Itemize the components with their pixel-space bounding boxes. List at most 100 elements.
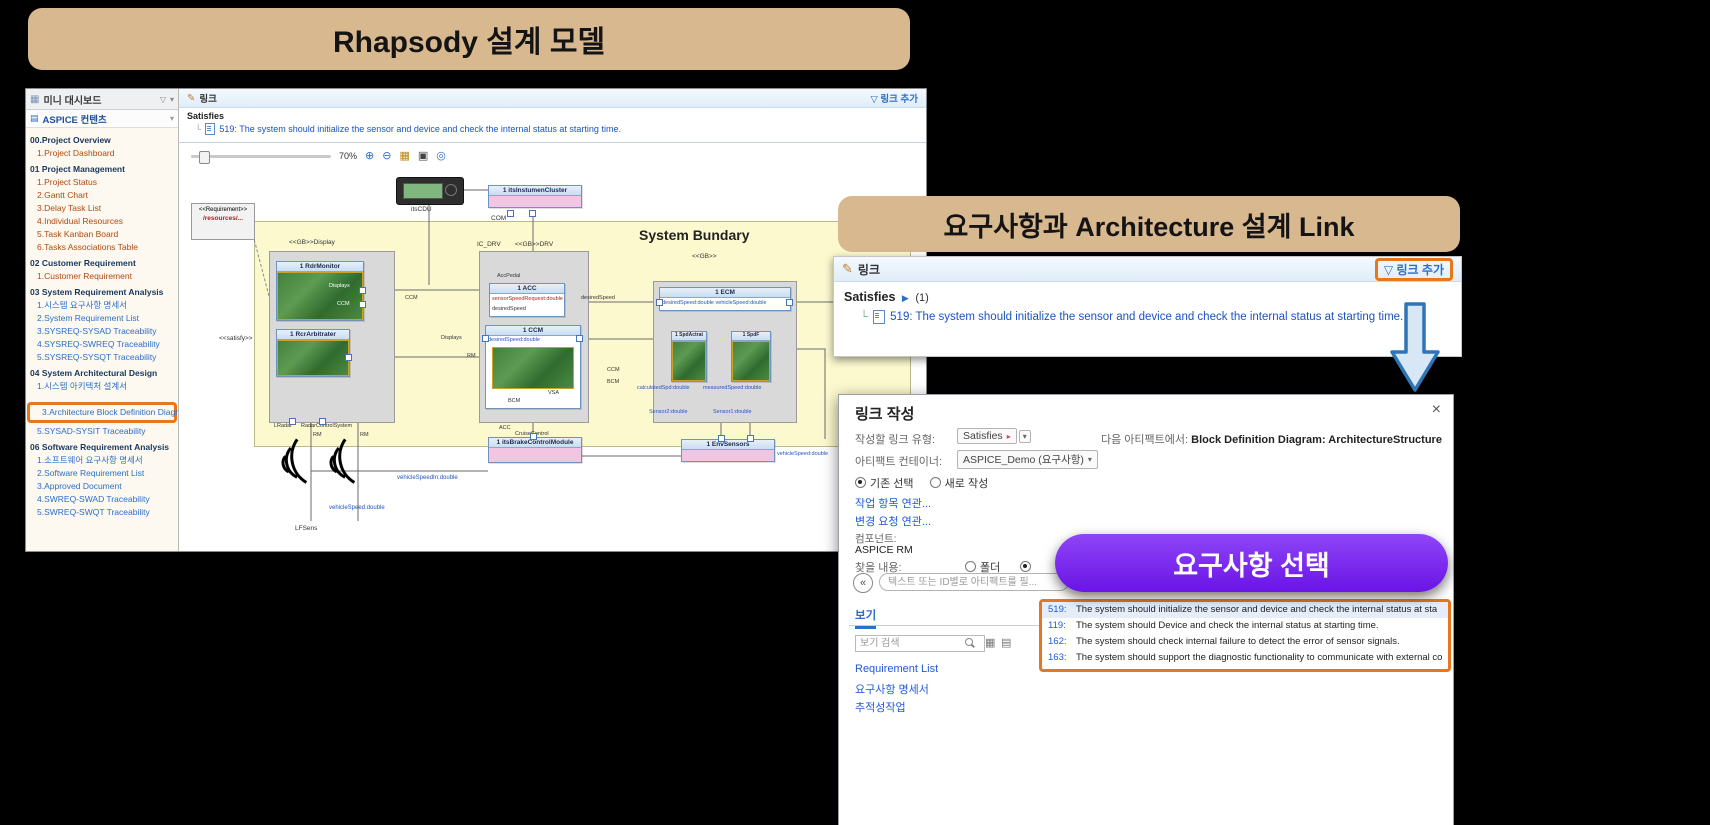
work-item-link[interactable]: 작업 항목 연관...	[855, 498, 932, 510]
view-search-input[interactable]	[855, 635, 985, 652]
cdu-device-image[interactable]	[396, 177, 464, 205]
sidebar-item[interactable]: 5.SYSREQ-SYSQT Traceability	[37, 352, 157, 362]
port[interactable]	[359, 301, 366, 308]
requirement-row[interactable]: 163: The system should support the diagn…	[1042, 650, 1448, 666]
sidebar-item[interactable]: 1.Customer Requirement	[37, 271, 132, 281]
sidebar-item[interactable]: 1.시스템 요구사항 명세서	[37, 300, 128, 310]
caret-down-icon[interactable]: ▾	[1018, 430, 1031, 443]
block-spd-actrat[interactable]: 1 SpdActrat	[671, 331, 707, 382]
sidebar-item[interactable]: 1.Project Status	[37, 177, 98, 187]
sidebar-item[interactable]: 1.소프트웨어 요구사항 명세서	[37, 455, 143, 465]
requirement-row[interactable]: 519: The system should initialize the se…	[1042, 602, 1448, 618]
requirement-row[interactable]: 162: The system should check internal fa…	[1042, 634, 1448, 650]
tab-view[interactable]: 보기	[855, 607, 877, 629]
block-env-sensors[interactable]: 1 EnvSensors	[681, 439, 775, 463]
sidebar-item[interactable]: 3.SYSREQ-SYSAD Traceability	[37, 326, 157, 336]
view-link-traceability[interactable]: 추적성작업	[855, 702, 906, 714]
bcm-wire-label: BCM	[607, 379, 620, 385]
sidebar-item[interactable]: 6.Tasks Associations Table	[37, 242, 138, 252]
block-spd-f[interactable]: 1 SpdF	[731, 331, 771, 382]
sidebar-item[interactable]: 1.Project Dashboard	[37, 148, 115, 158]
sidebar-item[interactable]: 5.SWREQ-SWQT Traceability	[37, 507, 150, 517]
sidebar-item[interactable]: 5.Task Kanban Board	[37, 229, 119, 239]
port[interactable]	[747, 435, 754, 442]
port[interactable]	[319, 418, 326, 425]
sidebar-item[interactable]: 5.SYSAD-SYSIT Traceability	[37, 426, 146, 436]
ccm-port-label: CCM	[337, 301, 350, 307]
port[interactable]	[786, 299, 793, 306]
diagram-toolbar: 70% ⊕ ⊖ ▦ ▣ ◎	[179, 143, 926, 169]
view-link-requirement-spec[interactable]: 요구사항 명세서	[855, 684, 929, 696]
layout-icon[interactable]: ▦	[399, 149, 410, 162]
block-brake-module[interactable]: 1 itsBrakeControlModule	[488, 437, 582, 464]
port[interactable]	[656, 299, 663, 306]
satisfies-row[interactable]: Satisfies ▶ (1)	[834, 282, 1461, 306]
monitor-icon[interactable]: ▣	[417, 149, 429, 162]
linked-requirement[interactable]: └ 519: The system should initialize the …	[834, 306, 1461, 324]
requirement-note[interactable]: <<Requirement>> /resources/...	[191, 203, 255, 240]
radar-system-label: RadarControlSystem	[301, 423, 353, 429]
link-panel-overlay: ✎ 링크 ▽ 링크 추가 Satisfies ▶ (1) └ 519: The …	[833, 256, 1462, 357]
sidebar-item-architecture-bdd[interactable]: 3.Architecture Block Definition Diagram	[42, 407, 179, 417]
zoom-out-icon[interactable]: ⊖	[382, 149, 392, 162]
block-ecm[interactable]: 1 ECM desiredSpeed:double vehicleSpeed:d…	[659, 287, 791, 312]
port[interactable]	[576, 335, 583, 342]
change-request-link[interactable]: 변경 요청 연관...	[855, 516, 932, 528]
block-header: 1 RcrArbitrater	[277, 330, 349, 341]
zoom-slider-handle[interactable]	[199, 150, 210, 164]
dialog-title: 링크 작성	[855, 406, 915, 423]
find-label: 찾을 내용:	[855, 562, 902, 574]
bdd-diagram-canvas[interactable]: System Bundary <<Requirement>> /resource…	[179, 169, 926, 551]
port[interactable]	[529, 210, 536, 217]
container-dropdown[interactable]: ASPICE_Demo (요구사항)▾	[957, 450, 1098, 469]
close-icon[interactable]: ×	[1431, 401, 1441, 418]
sidebar-item[interactable]: 4.SYSREQ-SWREQ Traceability	[37, 339, 160, 349]
grid-settings-icon[interactable]: ▦	[985, 637, 996, 649]
new-radio[interactable]	[929, 477, 941, 488]
sidebar-collapse-icon[interactable]: ▽	[159, 94, 166, 104]
ecm-inputs-label: desiredSpeed:double vehicleSpeed:double	[662, 300, 767, 307]
aspice-content-header[interactable]: ▤ ASPICE 컨텐츠 ▾	[26, 110, 178, 128]
view-link-requirement-list[interactable]: Requirement List	[855, 663, 939, 675]
sidebar-item[interactable]: 4.Individual Resources	[37, 216, 123, 226]
requirement-row[interactable]: 119: The system should Device and check …	[1042, 618, 1448, 634]
folder-radio[interactable]	[965, 561, 976, 572]
sidebar-section: 00.Project Overview	[30, 135, 111, 145]
sidebar-item[interactable]: 4.SWREQ-SWAD Traceability	[37, 494, 150, 504]
document-icon	[205, 123, 216, 135]
port[interactable]	[530, 433, 537, 440]
linked-requirement[interactable]: └ 519: The system should initialize the …	[179, 121, 926, 142]
tree-branch-icon: └	[860, 311, 869, 323]
sidebar-item[interactable]: 3.Approved Document	[37, 481, 122, 491]
sidebar-item[interactable]: 1.시스템 아키텍처 설계서	[37, 381, 128, 391]
add-link-button[interactable]: ▽ 링크 추가	[870, 94, 918, 105]
port[interactable]	[345, 354, 352, 361]
port[interactable]	[359, 287, 366, 294]
artifact-filter-input[interactable]	[879, 573, 1069, 591]
zoom-slider[interactable]	[191, 150, 331, 164]
block-rcr-arbitrater[interactable]: 1 RcrArbitrater	[276, 329, 350, 378]
add-link-button[interactable]: ▽ 링크 추가	[1383, 262, 1444, 277]
sidebar-menu-icon[interactable]: ▾	[169, 94, 174, 104]
sidebar-item[interactable]: 2.Software Requirement List	[37, 468, 145, 478]
document-list-icon[interactable]: ▤	[1001, 637, 1012, 649]
sidebar-item[interactable]: 2.System Requirement List	[37, 313, 140, 323]
block-instrument-cluster[interactable]: 1 itsInstumenCluster	[488, 185, 582, 209]
port[interactable]	[482, 335, 489, 342]
existing-radio[interactable]	[855, 477, 866, 488]
module-radio[interactable]	[1020, 561, 1032, 572]
zoom-in-icon[interactable]: ⊕	[365, 149, 375, 162]
first-page-button[interactable]: «	[853, 573, 873, 593]
sidebar-item[interactable]: 2.Gantt Chart	[37, 190, 89, 200]
port[interactable]	[718, 435, 725, 442]
fit-view-icon[interactable]: ◎	[436, 149, 446, 162]
link-type-dropdown[interactable]: Satisfies▸▾	[957, 428, 1031, 444]
port[interactable]	[289, 418, 296, 425]
aspice-settings-icon[interactable]: ▾	[169, 114, 174, 123]
block-ccm[interactable]: 1 CCM desiredSpeed:double VSA BCM	[485, 325, 581, 410]
satisfies-label[interactable]: Satisfies	[187, 111, 225, 121]
block-acc[interactable]: 1 ACC sensorSpeedRequest:double desiredS…	[489, 283, 565, 318]
block-rdr-monitor[interactable]: 1 RdrMonitor	[276, 261, 364, 322]
sidebar-item[interactable]: 3.Delay Task List	[37, 203, 102, 213]
port[interactable]	[507, 210, 514, 217]
